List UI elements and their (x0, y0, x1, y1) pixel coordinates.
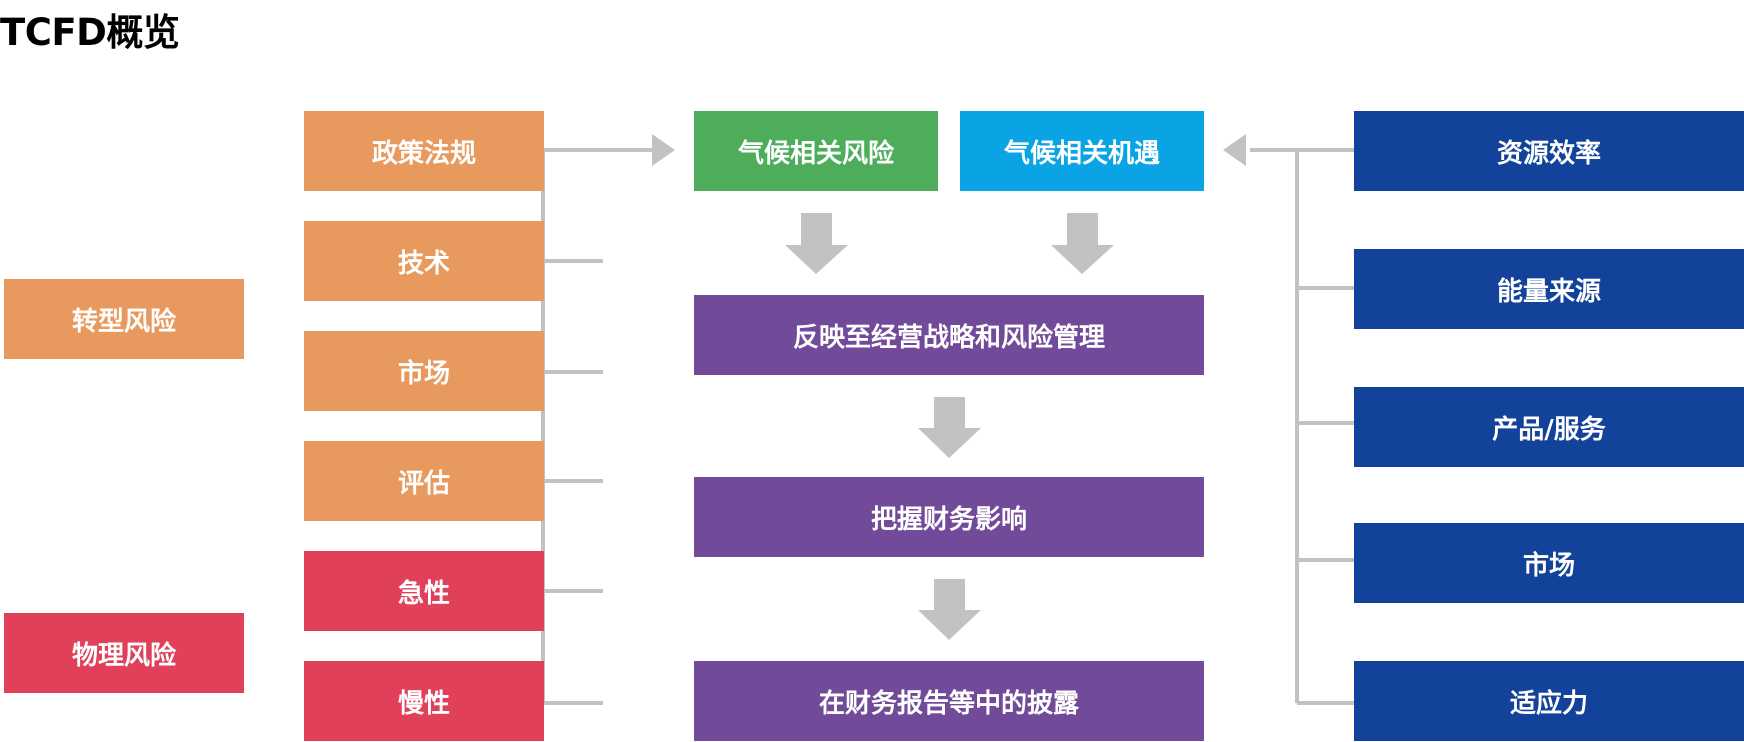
disclosure-box: 在财务报告等中的披露 (694, 661, 1204, 741)
risk-factor-box: 急性 (304, 551, 544, 631)
down-arrow-icon (918, 579, 981, 640)
opportunity-factor-box: 能量来源 (1354, 249, 1744, 329)
risk-factor-box: 评估 (304, 441, 544, 521)
page-title: TCFD概览 (0, 11, 180, 54)
down-arrow-icon (785, 213, 848, 274)
risk-factor-box: 技术 (304, 221, 544, 301)
financial-impact-box: 把握财务影响 (694, 477, 1204, 557)
climate-risk-box: 气候相关风险 (694, 111, 938, 191)
strategy-step-box: 反映至经营战略和风险管理 (694, 295, 1204, 375)
opportunity-factor-box: 市场 (1354, 523, 1744, 603)
opportunity-factor-box: 产品/服务 (1354, 387, 1744, 467)
down-arrow-icon (918, 397, 981, 458)
physical-risk-box: 物理风险 (4, 613, 244, 693)
risk-factor-box: 政策法规 (304, 111, 544, 191)
down-arrow-icon (1051, 213, 1114, 274)
opportunity-factor-box: 资源效率 (1354, 111, 1744, 191)
opportunity-factor-box: 适应力 (1354, 661, 1744, 741)
risk-factor-box: 慢性 (304, 661, 544, 741)
arrow-right-icon (652, 134, 675, 166)
climate-opportunity-box: 气候相关机遇 (960, 111, 1204, 191)
arrow-left-icon (1223, 134, 1246, 166)
transition-risk-box: 转型风险 (4, 279, 244, 359)
risk-factor-box: 市场 (304, 331, 544, 411)
